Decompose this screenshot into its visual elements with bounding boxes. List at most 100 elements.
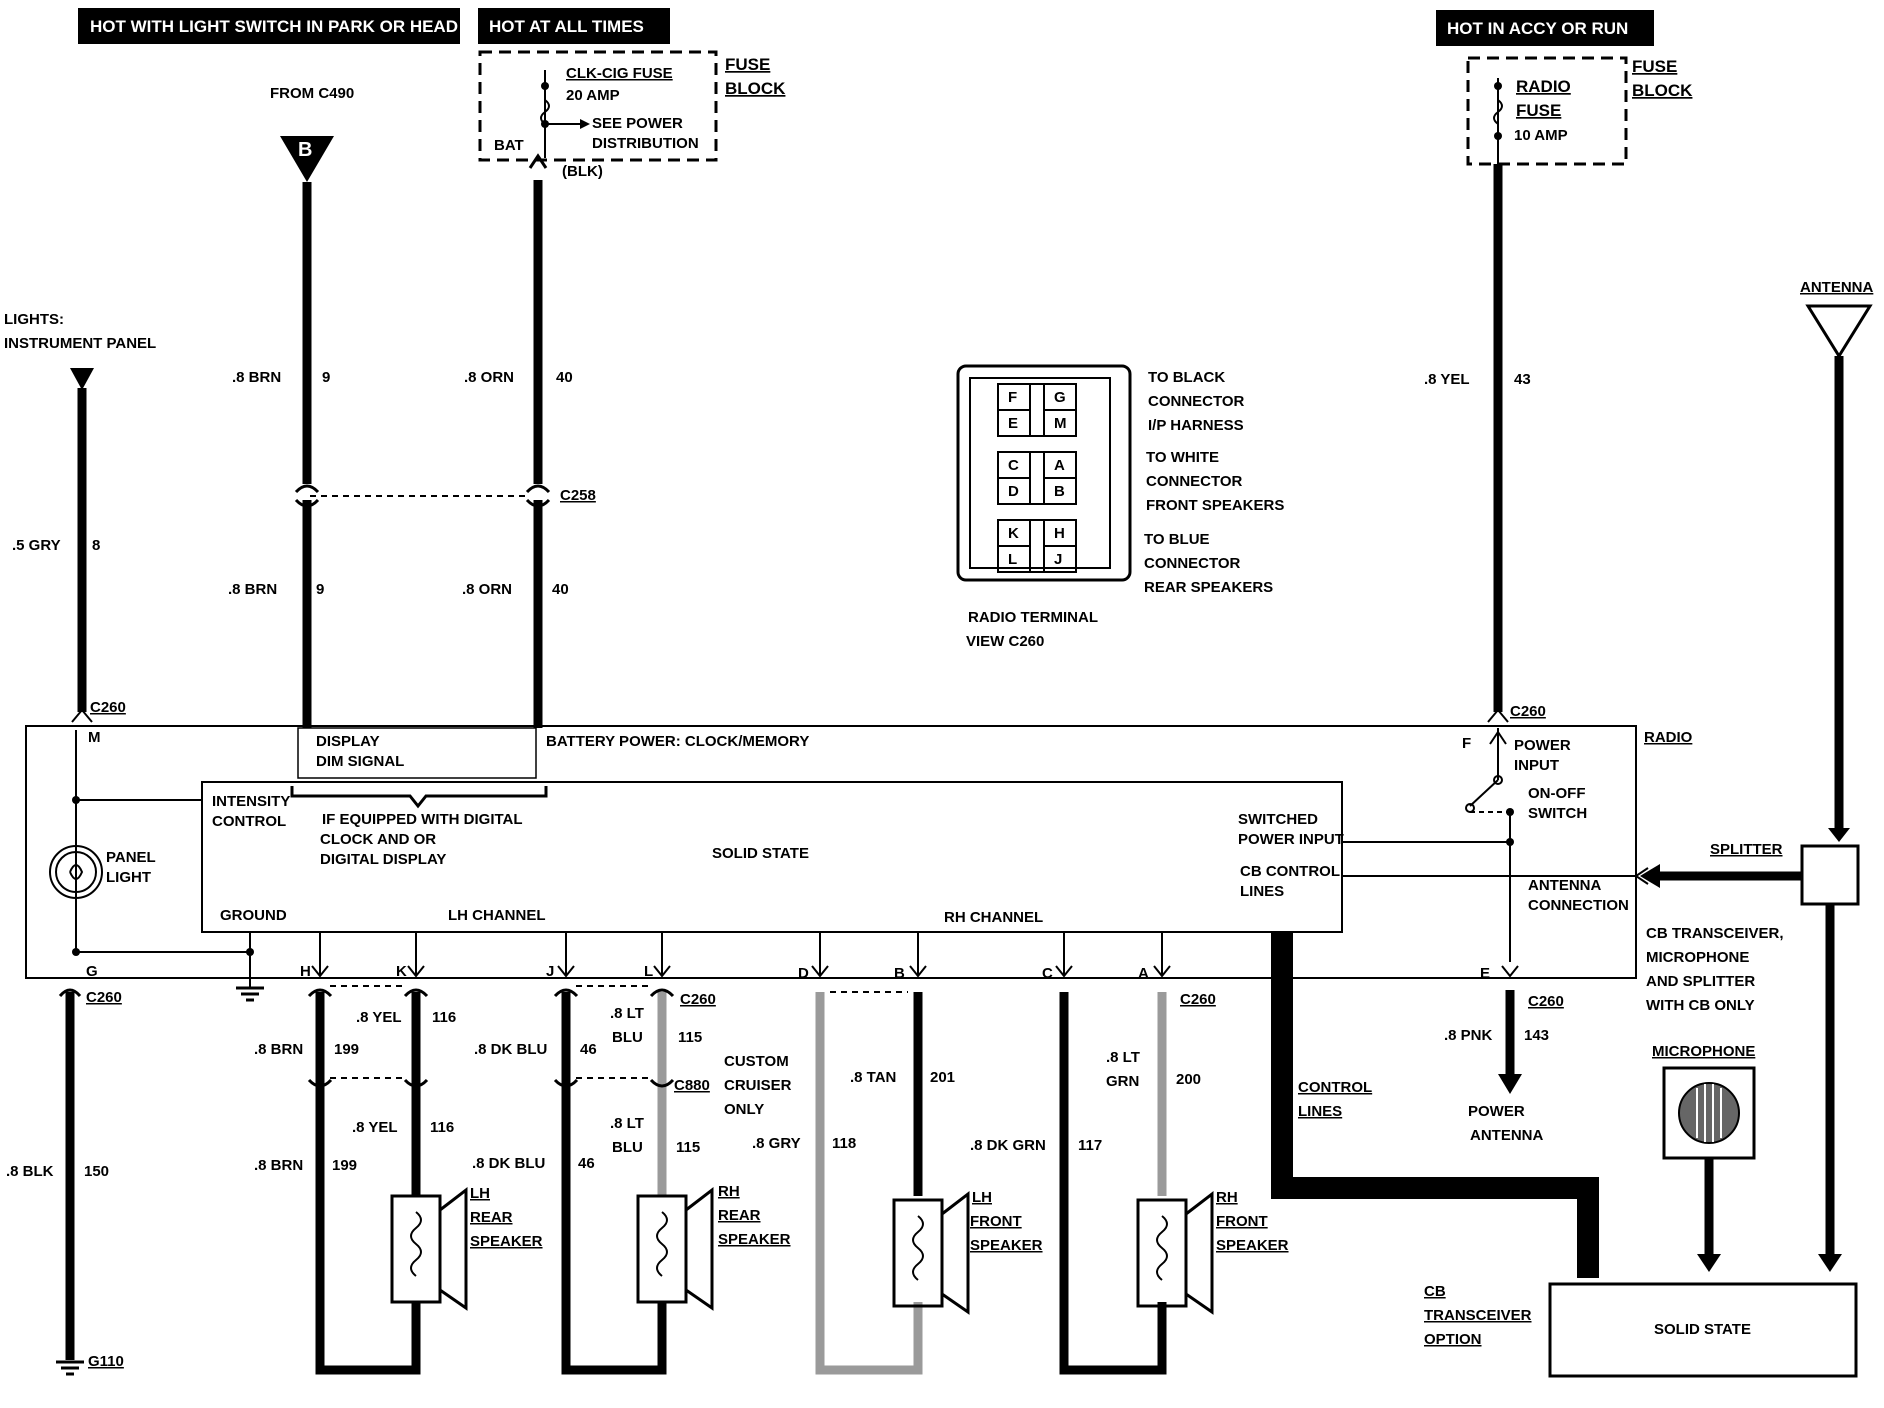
pin-k: K [1008,525,1019,542]
control-lines-label-1: CONTROL [1298,1079,1372,1096]
wire-yel116-color-lower: .8 YEL [352,1119,398,1136]
wire-brn-199-loop [315,992,421,1375]
rh-front-label-3: SPEAKER [1216,1237,1289,1254]
pin-d: D [1008,483,1019,500]
wire-blk-bat-label: (BLK) [562,163,603,180]
header-hot-accy-run-text: HOT IN ACCY OR RUN [1447,19,1628,38]
clk-cig-fuse-label: CLK-CIG FUSE [566,65,673,82]
wire-dkgrn-117-loop [1059,992,1167,1375]
radio-fuse-label-1: RADIO [1516,77,1571,96]
power-antenna-label-1: POWER [1468,1103,1525,1120]
wire-ltblu-color-1-upper: .8 LT [610,1005,644,1022]
header-hot-all-times-text: HOT AT ALL TIMES [489,17,644,36]
clk-cig-fuse-amp: 20 AMP [566,87,620,104]
wire-blk-color: .8 BLK [6,1163,54,1180]
wire-ltgrn-circuit: 200 [1176,1071,1201,1088]
switched-label-1: SWITCHED [1238,811,1318,828]
header-hot-park-head-text: HOT WITH LIGHT SWITCH IN PARK OR HEAD [90,17,458,36]
header-hot-accy-run: HOT IN ACCY OR RUN [1436,10,1654,46]
wire-ltblu-color-2-upper: BLU [612,1029,643,1046]
power-input-label-1: POWER [1514,737,1571,754]
switched-label-2: POWER INPUT [1238,831,1344,848]
cb-option-label-2: TRANSCEIVER [1424,1307,1532,1324]
pin-b: B [1054,483,1065,500]
intensity-label-1: INTENSITY [212,793,290,810]
wire-tan-circuit: 201 [930,1069,955,1086]
wire-orn-circuit-lower: 40 [552,581,569,598]
wire-ltgrn-color-1: .8 LT [1106,1049,1140,1066]
onoff-label-2: SWITCH [1528,805,1587,822]
rh-rear-speaker-icon [636,1186,714,1311]
to-white-3: FRONT SPEAKERS [1146,497,1284,514]
wire-yel116-color-upper: .8 YEL [356,1009,402,1026]
wire-dkblu-circuit-lower: 46 [578,1155,595,1172]
lh-channel-label: LH CHANNEL [448,907,546,924]
pin-c: C [1008,457,1019,474]
antenna-label: ANTENNA [1800,279,1873,296]
wire-gry118-circuit: 118 [832,1135,856,1152]
radio-fuse-label-2: FUSE [1516,101,1561,120]
radio-pin-k: K [396,963,407,980]
c260-label-lh: C260 [680,991,716,1008]
radio-outer-box [25,725,1637,979]
c260-label-e: C260 [1528,993,1564,1010]
radio-pin-l: L [644,963,653,980]
wire-dkgrn-color: .8 DK GRN [970,1137,1046,1154]
ground-label: GROUND [220,907,287,924]
cb-note-1: CB TRANSCEIVER, [1646,925,1784,942]
wire-dkblu-46-loop [561,992,667,1375]
wire-yel116-circuit-lower: 116 [430,1119,454,1136]
b-marker-letter: B [298,139,312,161]
splitter-box [1800,844,1860,906]
lh-rear-label-2: REAR [470,1209,513,1226]
lights-arrow-icon [70,368,94,390]
antenna-icon [1805,304,1873,359]
lights-label-1: LIGHTS: [4,311,64,328]
radio-pin-c: C [1042,965,1053,982]
to-black-1: TO BLACK [1148,369,1225,386]
wire-brn-color-upper: .8 BRN [232,369,281,386]
rh-rear-label-1: RH [718,1183,740,1200]
wire-gry-circuit: 8 [92,537,100,554]
to-black-2: CONNECTOR [1148,393,1245,410]
connector-view-c260: F G E M C A D B K H L J TO BLACK CONNECT… [956,364,1284,650]
radio-pin-m: M [88,729,101,746]
radio-pin-f: F [1462,735,1471,752]
wire-ltblu-color-2-lower: BLU [612,1139,643,1156]
radio-terminal-caption-1: RADIO TERMINAL [968,609,1098,626]
wire-brn-color-lower: .8 BRN [228,581,277,598]
wire-gry-118-loop [815,992,923,1375]
battery-power-label: BATTERY POWER: CLOCK/MEMORY [546,733,809,750]
pin-j: J [1054,551,1062,568]
radio-pin-j: J [546,963,554,980]
fuse-block-right: RADIO FUSE 10 AMP FUSE BLOCK [1466,56,1693,166]
radio-terminal-caption-2: VIEW C260 [966,633,1044,650]
digital-label-3: DIGITAL DISPLAY [320,851,446,868]
c260-label-f: C260 [1510,703,1546,720]
wire-dkblu-circuit-upper: 46 [580,1041,597,1058]
wire-yel-circuit: 43 [1514,371,1531,388]
wire-orn-color-lower: .8 ORN [462,581,512,598]
splitter-label: SPLITTER [1710,841,1783,858]
fuse-block-left-title-1: FUSE [725,55,770,74]
cb-option-label-1: CB [1424,1283,1446,1300]
panel-light-label-2: LIGHT [106,869,151,886]
wire-brn199-color-lower: .8 BRN [254,1157,303,1174]
wire-ltblu-color-1-lower: .8 LT [610,1115,644,1132]
c260-label-g: C260 [86,989,122,1006]
rh-front-label-1: RH [1216,1189,1238,1206]
wire-dkblu-color-upper: .8 DK BLU [474,1041,547,1058]
fuse-block-left: CLK-CIG FUSE 20 AMP SEE POWER DISTRIBUTI… [478,50,786,162]
radio-pin-g: G [86,963,98,980]
g110-ground-icon [56,1360,84,1376]
wire-orn-circuit-upper: 40 [556,369,573,386]
wire-dkblu-color-lower: .8 DK BLU [472,1155,545,1172]
radio-fuse-amp: 10 AMP [1514,127,1568,144]
lh-front-label-3: SPEAKER [970,1237,1043,1254]
radio-pin-a: A [1138,965,1149,982]
radio-pin-d: D [798,965,809,982]
display-label-1: DISPLAY [316,733,380,750]
see-power-label-2: DISTRIBUTION [592,135,699,152]
wire-yel-color: .8 YEL [1424,371,1470,388]
